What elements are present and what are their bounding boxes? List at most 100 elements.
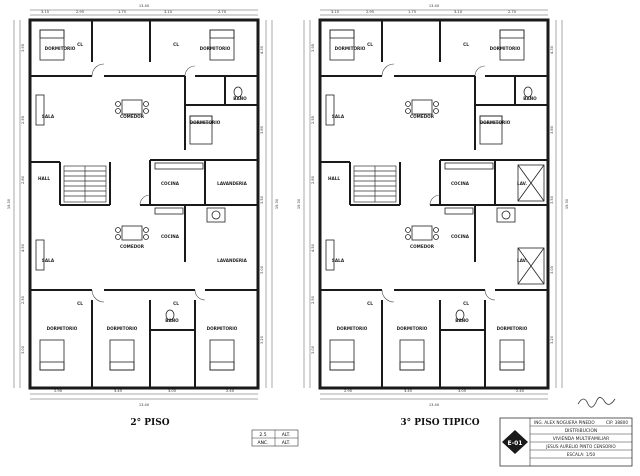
dimension-value: 3.95 [21,44,25,52]
dimension-value: 3.00 [260,265,264,274]
dimension-value: 3.00 [550,265,554,274]
room-label: BAÑO [523,96,537,101]
room-label: COMEDOR [120,244,145,249]
room-label: SALA [332,258,345,263]
door-swings [91,63,206,303]
room-label: DORMITORIO [190,120,221,125]
drawing-scale: ESCALA: 1/50 [567,452,596,457]
room-label: DORMITORIO [45,46,76,51]
dimension-value: 3.50 [550,195,554,204]
room-label: COCINA [161,234,180,239]
project-name: VIVIENDA MULTIFAMILIAR [553,436,610,442]
dimension-total: 19.30 [297,198,301,209]
dimension-value: 2.95 [366,10,374,14]
dimension-value: 3.10 [164,10,173,14]
dimension-value: 1.75 [408,10,416,14]
title-block: E-01 ING. ALEX NOGUERA PINEDO CIP. 38800… [499,397,633,467]
dimension-value: 3.05 [168,389,176,393]
plan-text: DORMITORIO DORMITORIO SALA COMEDOR DORMITORI… [297,4,569,407]
room-label: CL [77,42,83,47]
dimension-value: 2.90 [344,389,353,393]
engineer-name: ING. ALEX NOGUERA PINEDO [534,420,595,425]
room-label: CL [173,42,179,47]
dimension-value: 2.95 [76,10,84,14]
room-label: DORMITORIO [207,326,238,331]
furniture [35,29,243,371]
furniture [325,29,545,371]
dimension-value: 3.15 [331,10,339,14]
room-label: DORMITORIO [337,326,368,331]
dimension-total: 19.30 [275,198,279,209]
dimension-total: 13.40 [139,4,150,8]
legend-cell: 2.5 [259,432,266,438]
door-swings [381,63,496,303]
dimension-total: 13.40 [429,403,440,407]
plan-2nd-floor: DORMITORIO DORMITORIO SALA COMEDOR DORMITORI… [7,4,279,407]
room-label: BAÑO [165,318,179,323]
dimension-value: 4.50 [21,243,25,252]
room-label: DORMITORIO [107,326,138,331]
room-label: COMEDOR [410,114,435,119]
room-label: DORMITORIO [397,326,428,331]
dimension-value: 4.50 [311,243,315,252]
dimension-value: 3.15 [41,10,49,14]
legend-cell: ALT. [282,432,291,438]
plan-text: DORMITORIO DORMITORIO SALA COMEDOR DORMITORI… [7,4,279,407]
drawing-subject: DISTRIBUCION [565,428,598,434]
sheet-code-badge [502,430,528,454]
dimension-value: 3.20 [550,335,554,344]
dimension-value: 4.30 [550,45,554,54]
dimension-value: 1.75 [118,10,126,14]
legend-box: 2.5 ALT. ANC. ALT. [251,429,299,447]
room-label: DORMITORIO [497,326,528,331]
room-label: COMEDOR [410,244,435,249]
dimension-value: 2.80 [311,175,315,184]
dimension-value: 2.55 [311,116,315,124]
dimension-value: 2.50 [21,295,25,304]
dimension-value: 2.80 [21,175,25,184]
room-label: LAVANDERIA [217,181,247,186]
dimension-value: 3.10 [454,10,463,14]
room-label: SALA [42,258,55,263]
dimension-total: 19.30 [7,198,11,209]
room-label: LAV. [517,181,527,186]
room-label: HALL [328,176,340,181]
stair [63,165,107,203]
sheet-code: E-01 [508,440,523,447]
room-label: COMEDOR [120,114,145,119]
dimension-value: 3.20 [260,335,264,344]
room-label: DORMITORIO [335,46,366,51]
room-label: SALA [332,114,345,119]
plan-title-2nd: 2° PISO [130,418,169,428]
room-label: CL [77,301,83,306]
dimension-value: 2.40 [516,389,525,393]
dimension-lines [303,9,563,400]
dimension-total: 19.30 [565,198,569,209]
dimension-lines [13,9,273,400]
room-label: BAÑO [233,96,247,101]
dimension-value: 3.80 [260,125,264,134]
signature [577,397,616,408]
room-label: COCINA [451,234,470,239]
room-label: LAV. [517,258,527,263]
legend-cell: ANC. [257,440,268,446]
room-label: COCINA [161,181,180,186]
dimension-total: 13.40 [429,4,440,8]
dimension-value: 3.45 [114,389,122,393]
room-label: CL [367,301,373,306]
owner-name: JESUS AURELIO PINTO CENSORIO [545,444,616,449]
inner-walls [320,20,548,388]
dimension-value: 2.50 [311,295,315,304]
room-label: DORMITORIO [490,46,521,51]
dimension-value: 3.50 [260,195,264,204]
dimension-value: 3.00 [311,345,315,354]
dimension-value: 3.45 [404,389,412,393]
room-label: CL [173,301,179,306]
dimension-value: 2.70 [218,10,227,14]
dimension-value: 3.00 [21,345,25,354]
plan-3rd-floor: DORMITORIO DORMITORIO SALA COMEDOR DORMITORI… [297,4,569,407]
dimension-value: 2.70 [508,10,517,14]
room-label: CL [367,42,373,47]
room-label: CL [463,301,469,306]
